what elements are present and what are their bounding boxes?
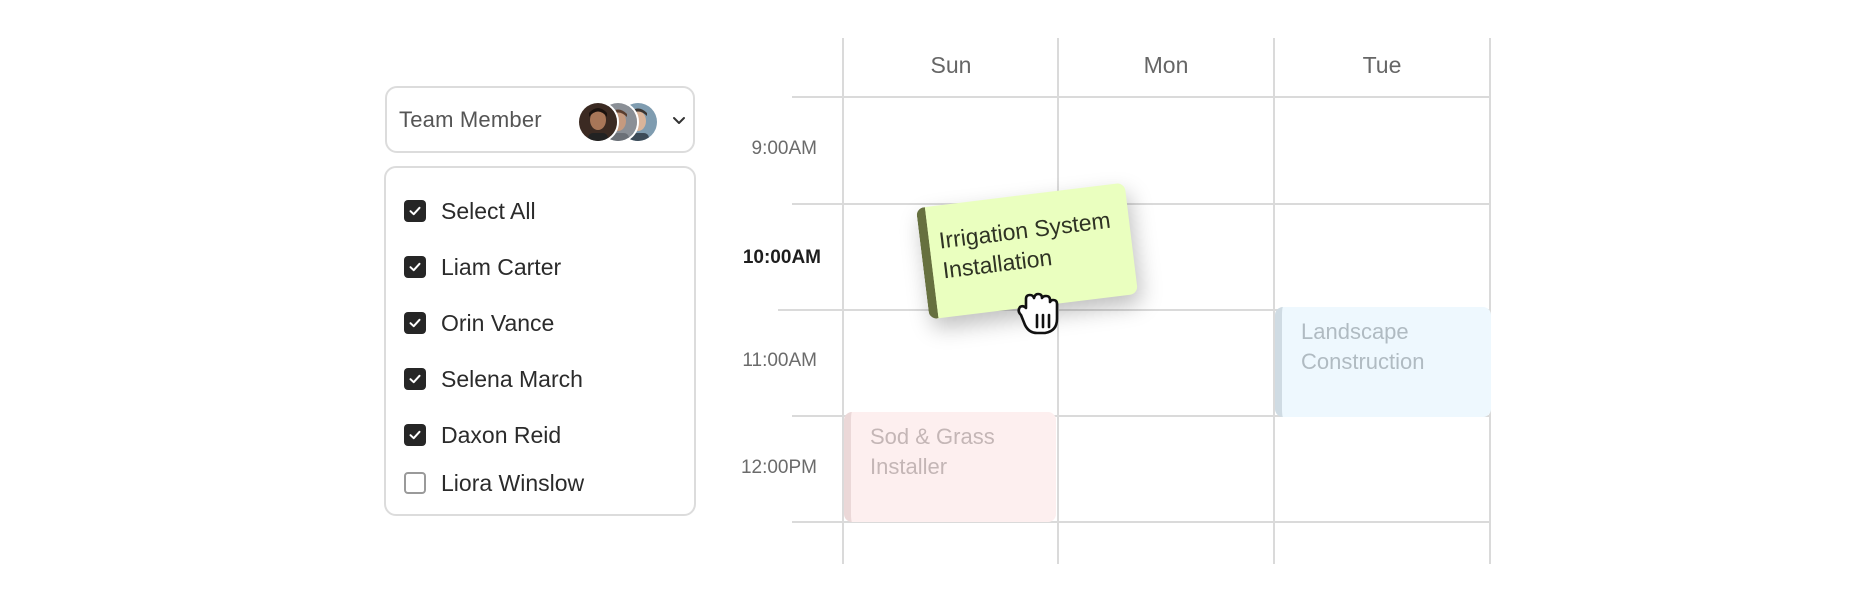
- event-title-line: Construction: [1301, 349, 1425, 374]
- day-header-tue: Tue: [1362, 52, 1402, 78]
- grab-hand-icon: [1007, 285, 1063, 341]
- day-header-sun: Sun: [930, 52, 972, 78]
- chevron-down-icon[interactable]: [669, 110, 689, 130]
- member-name: Liam Carter: [441, 253, 562, 280]
- grid-line: [792, 96, 1491, 98]
- team-member-dropdown: Select All Liam Carter Orin Vance Selena…: [384, 166, 696, 516]
- checkbox-checked[interactable]: [404, 312, 426, 334]
- event-title-line: Landscape: [1301, 319, 1409, 344]
- avatar: [577, 101, 619, 143]
- time-label: 11:00AM: [742, 350, 817, 371]
- day-header-mon: Mon: [1143, 52, 1189, 78]
- member-option-orin-vance[interactable]: Orin Vance: [404, 308, 554, 338]
- time-label: 12:00PM: [740, 457, 817, 478]
- checkbox-checked[interactable]: [404, 200, 426, 222]
- event-landscape-construction[interactable]: Landscape Construction: [1275, 307, 1491, 417]
- member-option-select-all[interactable]: Select All: [404, 196, 536, 226]
- team-member-select[interactable]: Team Member: [385, 86, 695, 153]
- checkbox-checked[interactable]: [404, 424, 426, 446]
- grid-line: [792, 203, 1491, 205]
- member-name: Orin Vance: [441, 309, 555, 336]
- avatar-group: [577, 101, 659, 143]
- member-option-liora-winslow[interactable]: Liora Winslow: [404, 468, 584, 498]
- member-name: Liora Winslow: [441, 469, 585, 496]
- time-label: 9:00AM: [751, 138, 817, 159]
- time-label-current: 10:00AM: [742, 247, 821, 268]
- event-sod-grass-installer[interactable]: Sod & Grass Installer: [844, 412, 1056, 522]
- event-title-line: Sod & Grass: [870, 424, 995, 449]
- checkbox-checked[interactable]: [404, 256, 426, 278]
- event-title-line: Installer: [870, 454, 948, 479]
- checkbox-checked[interactable]: [404, 368, 426, 390]
- member-option-selena-march[interactable]: Selena March: [404, 364, 583, 394]
- checkbox-unchecked[interactable]: [404, 472, 426, 494]
- member-name: Select All: [441, 197, 536, 224]
- grid-line: [1273, 38, 1275, 564]
- member-option-liam-carter[interactable]: Liam Carter: [404, 252, 561, 282]
- team-member-label: Team Member: [399, 106, 542, 132]
- grid-line: [1489, 38, 1491, 564]
- member-name: Selena March: [441, 365, 583, 392]
- member-option-daxon-reid[interactable]: Daxon Reid: [404, 420, 561, 450]
- member-name: Daxon Reid: [441, 421, 562, 448]
